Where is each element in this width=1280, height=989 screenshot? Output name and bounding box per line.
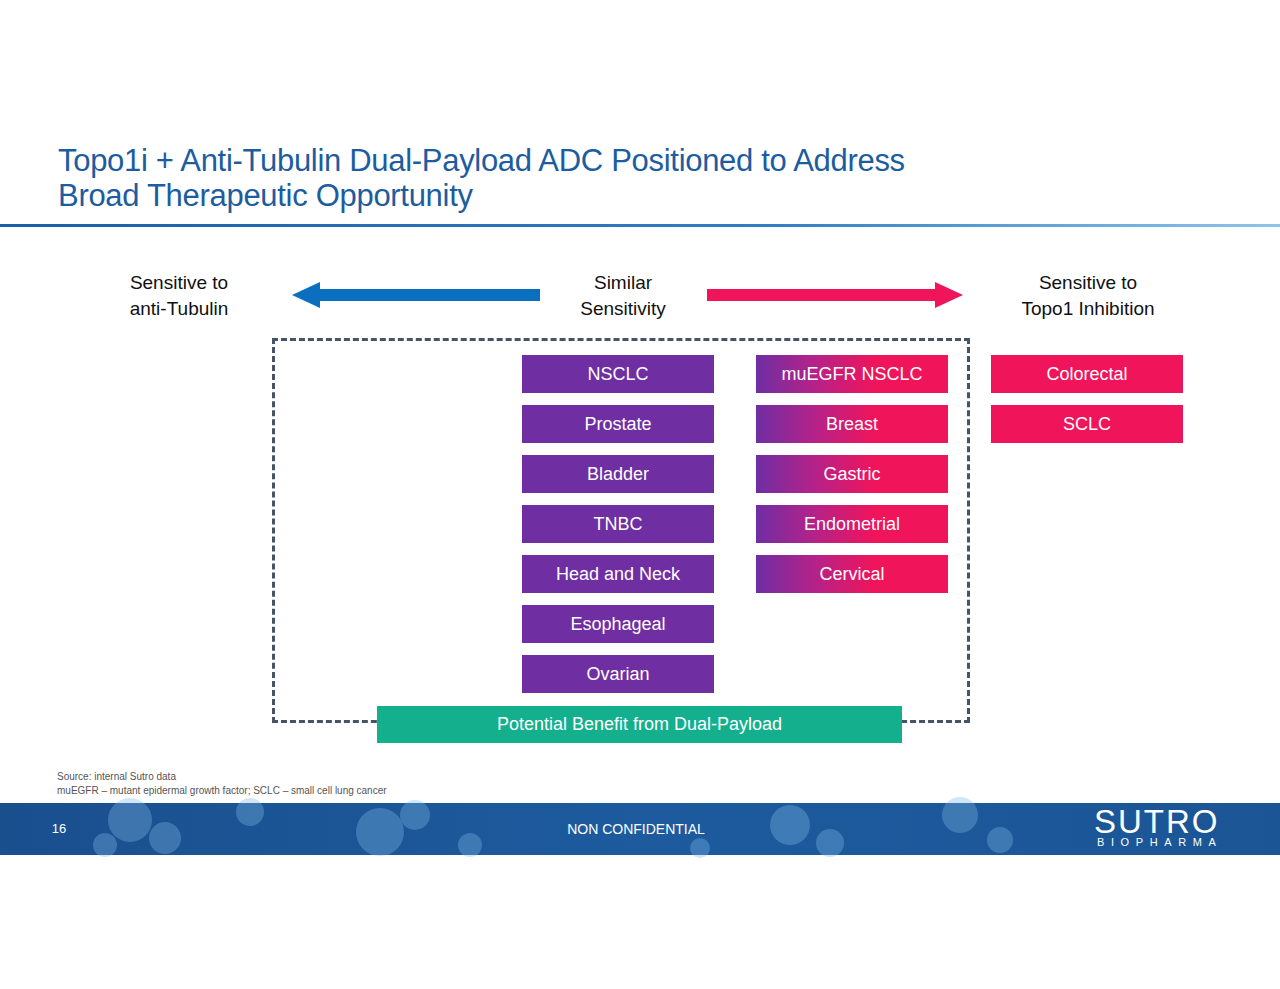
cancer-box: muEGFR NSCLC (756, 355, 948, 393)
cancer-box: Cervical (756, 555, 948, 593)
cancer-box: Breast (756, 405, 948, 443)
abbreviation-note: muEGFR – mutant epidermal growth factor;… (57, 784, 757, 797)
cancer-box: Ovarian (522, 655, 714, 693)
blue-arrow (292, 282, 540, 308)
box-label: TNBC (594, 514, 643, 535)
source-note: Source: internal Sutro data (57, 770, 657, 783)
box-label: Cervical (819, 564, 884, 585)
cancer-box: Bladder (522, 455, 714, 493)
cancer-box: Colorectal (991, 355, 1183, 393)
footer-band (0, 797, 1280, 858)
cancer-box: Esophageal (522, 605, 714, 643)
axis-label: Sensitive to anti-Tubulin (109, 270, 249, 322)
cancer-box: Gastric (756, 455, 948, 493)
cancer-box: Prostate (522, 405, 714, 443)
dashed-group: Potential Benefit from Dual-PayloadNSCLC… (272, 338, 970, 723)
slide-title: Topo1i + Anti-Tubulin Dual-Payload ADC P… (58, 143, 938, 213)
confidentiality-note: NON CONFIDENTIAL (500, 821, 772, 837)
logo-word: SUTRO (1094, 804, 1254, 840)
cancer-box: SCLC (991, 405, 1183, 443)
logo-subword: BIOPHARMA (1097, 836, 1257, 849)
box-label: Prostate (584, 414, 651, 435)
cancer-box: Endometrial (756, 505, 948, 543)
axis-label: Sensitive to Topo1 Inhibition (1013, 270, 1163, 322)
page-number: 16 (44, 821, 74, 837)
box-label: SCLC (1063, 414, 1111, 435)
box-label: muEGFR NSCLC (781, 364, 922, 385)
box-label: Head and Neck (556, 564, 680, 585)
box-label: Gastric (823, 464, 880, 485)
pink-arrow (707, 282, 963, 308)
box-label: Colorectal (1046, 364, 1127, 385)
cancer-box: TNBC (522, 505, 714, 543)
box-label: NSCLC (587, 364, 648, 385)
box-label: Esophageal (570, 614, 665, 635)
box-label: Ovarian (586, 664, 649, 685)
box-label: Endometrial (804, 514, 900, 535)
title-rule (0, 224, 1280, 227)
cancer-box: NSCLC (522, 355, 714, 393)
benefit-band: Potential Benefit from Dual-Payload (377, 706, 902, 743)
axis-label: Similar Sensitivity (563, 270, 683, 322)
box-label: Breast (826, 414, 878, 435)
cancer-box: Head and Neck (522, 555, 714, 593)
box-label: Bladder (587, 464, 649, 485)
